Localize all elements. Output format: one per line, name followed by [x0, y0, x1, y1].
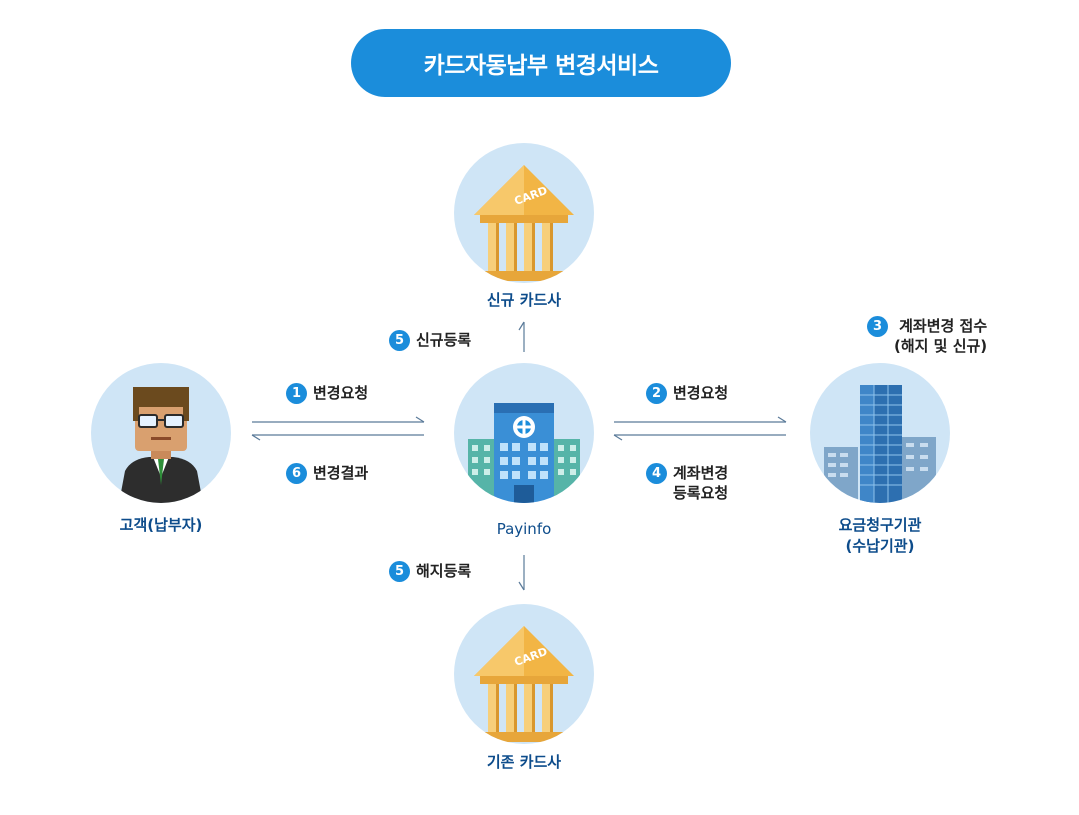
step-text: 계좌변경 접수 (해지 및 신규) [894, 316, 987, 356]
old-card-company-label: 기존 카드사 [486, 753, 562, 771]
new-card-company-icon: CARD [454, 143, 594, 283]
step-number: 5 [389, 330, 410, 351]
step-text: 계좌변경 등록요청 [673, 463, 728, 503]
step-text: 변경요청 [673, 384, 729, 402]
step-6: 6 변경결과 [286, 463, 368, 484]
step-5-cancel-registration: 5 해지등록 [389, 561, 471, 582]
payinfo-label: Payinfo [496, 520, 552, 538]
customer-icon [91, 363, 231, 503]
step-number: 5 [389, 561, 410, 582]
title-banner: 카드자동납부 변경서비스 [351, 29, 731, 97]
biller-icon [810, 363, 950, 503]
step-text: 변경요청 [313, 384, 369, 402]
payinfo-icon [454, 363, 594, 503]
step-number: 6 [286, 463, 307, 484]
step-number: 1 [286, 383, 307, 404]
step-2: 2 변경요청 [646, 383, 728, 404]
step-text-line1: 계좌변경 접수 [899, 317, 988, 335]
step-number: 2 [646, 383, 667, 404]
step-text: 변경결과 [313, 464, 369, 482]
customer-label: 고객(납부자) [119, 516, 203, 534]
old-card-company-icon: CARD [454, 604, 594, 744]
step-text-line2: (해지 및 신규) [894, 337, 988, 355]
biller-label: 요금청구기관 (수납기관) [780, 515, 980, 557]
step-5-new-registration: 5 신규등록 [389, 330, 471, 351]
title-text: 카드자동납부 변경서비스 [423, 53, 659, 79]
step-number: 3 [867, 316, 888, 337]
step-text: 해지등록 [416, 562, 472, 580]
step-3: 3 계좌변경 접수 (해지 및 신규) [867, 316, 987, 356]
step-1: 1 변경요청 [286, 383, 368, 404]
biller-label-line1: 요금청구기관 [838, 516, 922, 534]
biller-label-line2: (수납기관) [845, 537, 915, 555]
step-number: 4 [646, 463, 667, 484]
step-4: 4 계좌변경 등록요청 [646, 463, 728, 503]
step-text: 신규등록 [416, 331, 472, 349]
step-text-line2: 등록요청 [673, 484, 729, 502]
step-text-line1: 계좌변경 [673, 464, 729, 482]
new-card-company-label: 신규 카드사 [486, 291, 562, 309]
